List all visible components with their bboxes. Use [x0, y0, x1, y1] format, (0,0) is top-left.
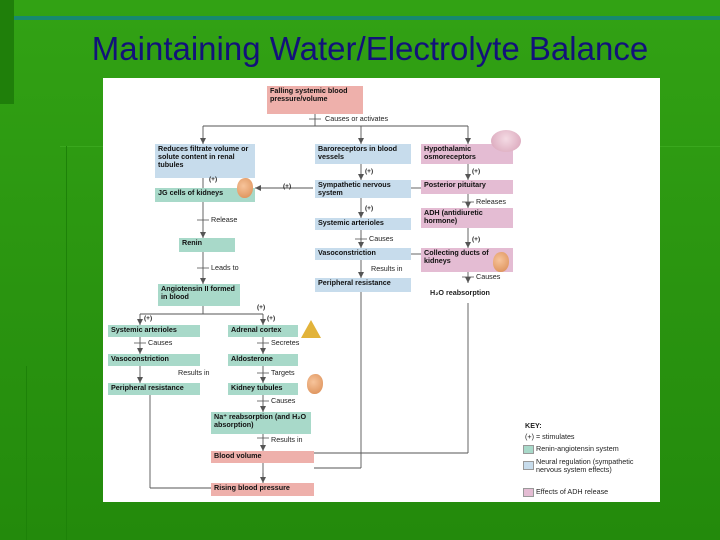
box-adrenal-cortex: Adrenal cortex	[228, 325, 298, 337]
plus-marker: (+)	[283, 183, 292, 190]
flowchart-figure: Falling systemic blood pressure/volume R…	[103, 78, 660, 502]
box-jg-cells: JG cells of kidneys	[155, 188, 255, 202]
deco-gridline-v1	[66, 146, 67, 540]
label-releases: Releases	[476, 197, 506, 206]
box-systemic-arterioles-1: Systemic arterioles	[315, 218, 411, 230]
key-stimulates: (+) = stimulates	[525, 432, 575, 441]
deco-left-bar	[0, 0, 14, 104]
plus-marker: (+)	[472, 236, 481, 243]
key-item-neural: Neural regulation (sympathetic nervous s…	[536, 457, 634, 474]
label-results-in-vc2: Results in	[178, 368, 210, 377]
box-aldosterone: Aldosterone	[228, 354, 298, 366]
key-swatch-neural	[523, 461, 534, 470]
flowchart-connectors	[134, 114, 474, 489]
kidney-illustration-icon	[307, 374, 323, 394]
box-angiotensin: Angiotensin II formed in blood	[158, 284, 240, 306]
box-vasoconstriction-2: Vasoconstriction	[108, 354, 200, 366]
slide-title: Maintaining Water/Electrolyte Balance	[91, 30, 649, 67]
label-causes-sa2: Causes	[148, 338, 173, 347]
label-targets: Targets	[271, 368, 295, 377]
box-reduces-filtrate: Reduces filtrate volume or solute conten…	[155, 144, 255, 178]
box-renin: Renin	[179, 238, 235, 252]
box-systemic-arterioles-2: Systemic arterioles	[108, 325, 200, 337]
deco-gridline-v2	[26, 366, 27, 540]
box-hypothalamic: Hypothalamic osmoreceptors	[421, 144, 513, 164]
label-causes-cd: Causes	[476, 272, 501, 281]
plus-marker: (+)	[267, 315, 276, 322]
label-leads-to: Leads to	[211, 263, 239, 272]
box-baroreceptors: Baroreceptors in blood vessels	[315, 144, 411, 164]
box-peripheral-resistance-1: Peripheral resistance	[315, 278, 411, 292]
key-swatch-renin	[523, 445, 534, 454]
plus-marker: (+)	[144, 315, 153, 322]
box-na-reabsorption: Na⁺ reabsorption (and H₂O absorption)	[211, 412, 311, 434]
box-adh: ADH (antidiuretic hormone)	[421, 208, 513, 228]
plus-marker: (+)	[365, 168, 374, 175]
label-secretes: Secretes	[271, 338, 300, 347]
key-swatch-adh	[523, 488, 534, 497]
kidney-illustration-icon	[237, 178, 253, 198]
key-item-renin: Renin-angiotensin system	[536, 444, 619, 453]
label-causes-sa: Causes	[369, 234, 394, 243]
plus-marker: (+)	[365, 205, 374, 212]
label-results-in-vc1: Results in	[371, 264, 403, 273]
label-causes-or-activates: Causes or activates	[325, 114, 389, 123]
box-sympathetic: Sympathetic nervous system	[315, 180, 411, 198]
plus-marker: (+)	[257, 304, 266, 311]
deco-top-line	[14, 16, 720, 20]
label-release: Release	[211, 215, 238, 224]
plus-marker: (+)	[209, 176, 218, 183]
adrenal-gland-illustration-icon	[301, 320, 321, 338]
kidney-illustration-icon	[493, 252, 509, 272]
box-falling-bp: Falling systemic blood pressure/volume	[267, 86, 363, 114]
box-peripheral-resistance-2: Peripheral resistance	[108, 383, 200, 395]
label-causes-kt: Causes	[271, 396, 296, 405]
brain-illustration-icon	[491, 130, 521, 152]
box-rising-bp: Rising blood pressure	[211, 483, 314, 496]
plus-marker: (+)	[472, 168, 481, 175]
box-blood-volume: Blood volume	[211, 451, 314, 463]
box-kidney-tubules: Kidney tubules	[228, 383, 298, 395]
key-title: KEY:	[525, 421, 542, 430]
box-vasoconstriction-1: Vasoconstriction	[315, 248, 411, 260]
label-results-in-na: Results in	[271, 435, 303, 444]
box-posterior-pituitary: Posterior pituitary	[421, 180, 513, 194]
key-item-adh: Effects of ADH release	[536, 487, 609, 496]
label-h2o-reabsorption: H₂O reabsorption	[430, 288, 490, 297]
